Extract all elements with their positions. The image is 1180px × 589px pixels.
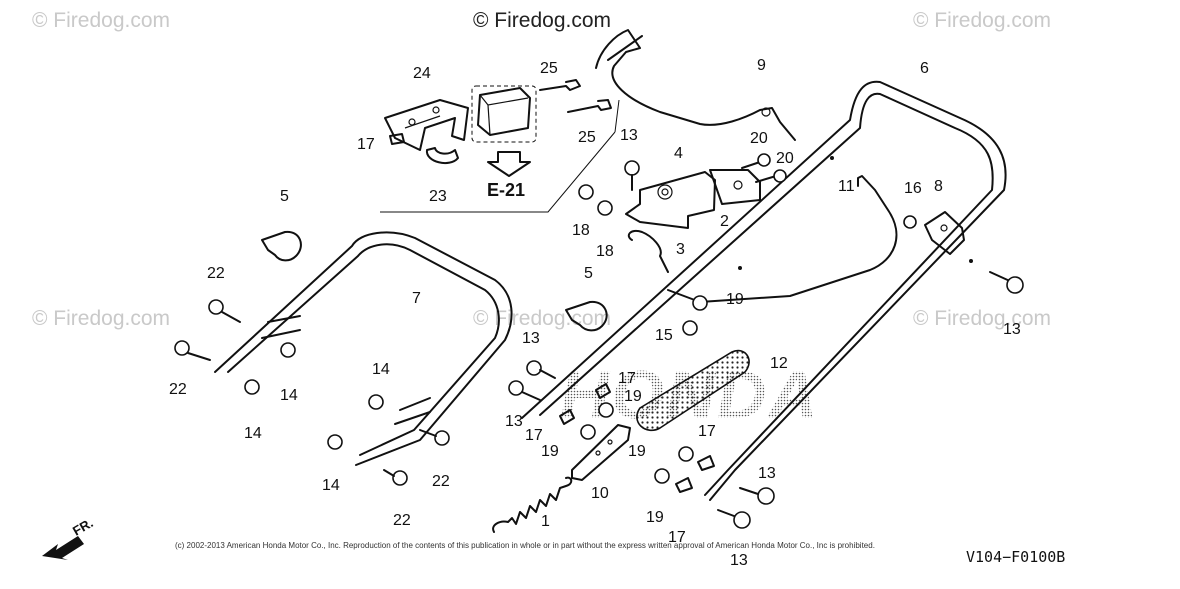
callout-13-lower-b: 13 [730,552,748,569]
callout-11: 11 [838,178,855,195]
callout-2: 2 [720,213,729,230]
callout-19-d: 19 [628,443,646,460]
lower-handle-7 [214,231,513,466]
callout-6: 6 [920,60,929,77]
callout-7: 7 [412,290,421,307]
callout-25-top: 25 [540,60,558,77]
callout-20-a: 20 [750,130,768,147]
grip-12 [636,349,750,432]
ref-label: E-21 [487,180,525,200]
watermark-mid-left: © Firedog.com [32,307,170,330]
callout-15: 15 [655,327,673,344]
callout-17-b: 17 [618,370,636,387]
callout-14-c: 14 [372,361,390,378]
callout-8: 8 [934,178,943,195]
callout-19-a: 19 [726,291,744,308]
callout-3: 3 [676,241,685,258]
watermark-top-right: © Firedog.com [913,9,1051,32]
callout-18-a: 18 [572,222,590,239]
callout-19-c: 19 [541,443,559,460]
callout-22-a: 22 [207,265,225,282]
bracket-8 [924,211,965,255]
watermark-mid-right: © Firedog.com [913,307,1051,330]
callout-5-upper: 5 [280,188,289,205]
clamp-5-upper [261,230,302,262]
callout-14-a: 14 [280,387,298,404]
callout-17-inset: 17 [357,136,375,153]
spring-1 [492,476,573,533]
callout-13-top: 13 [620,127,638,144]
callout-13-mid-a: 13 [522,330,540,347]
callout-5-lower: 5 [584,265,593,282]
callout-16: 16 [904,180,922,197]
callout-22-d: 22 [393,512,411,529]
callout-17-d: 17 [698,423,716,440]
watermark-top-left: © Firedog.com [32,9,170,32]
copyright-text: (c) 2002-2013 American Honda Motor Co., … [175,541,875,550]
callout-19-b: 19 [624,388,642,405]
upper-handle-6 [521,80,1007,501]
callout-25-bottom: 25 [578,129,596,146]
callout-14-d: 14 [322,477,340,494]
diagram-code: V104−F0100B [966,548,1065,566]
callout-19-e: 19 [646,509,664,526]
callout-13-lower-a: 13 [758,465,776,482]
callouts: 24 25 25 17 23 5 22 7 22 14 14 14 14 22 … [169,57,1021,569]
callout-9: 9 [757,57,766,74]
callout-17-c: 17 [525,427,543,444]
callout-12: 12 [770,355,788,372]
watermark-mid-center: © Firedog.com [473,307,611,330]
bracket-inset: E-21 [380,79,620,213]
callout-14-b: 14 [244,425,262,442]
cable-end-3 [627,230,669,273]
callout-13-mid-b: 13 [505,413,523,430]
cable-11 [667,175,898,303]
watermark-top-center: © Firedog.com [473,9,611,32]
callout-18-b: 18 [596,243,614,260]
callout-22-c: 22 [432,473,450,490]
fasteners [174,153,1024,529]
callout-23: 23 [429,188,447,205]
callout-10: 10 [591,485,609,502]
clamp-5-lower [565,300,608,332]
callout-13-right: 13 [1003,321,1021,338]
link-plate-10 [571,424,631,481]
upper-rod-9 [595,29,796,141]
front-label: FR. [70,515,96,538]
callout-22-b: 22 [169,381,187,398]
callout-20-b: 20 [776,150,794,167]
callout-4: 4 [674,145,683,162]
callout-1: 1 [541,513,550,530]
control-bracket-4 [625,169,761,229]
callout-24: 24 [413,65,431,82]
callout-17-e: 17 [668,529,686,546]
front-arrow-icon: FR. [42,515,96,560]
